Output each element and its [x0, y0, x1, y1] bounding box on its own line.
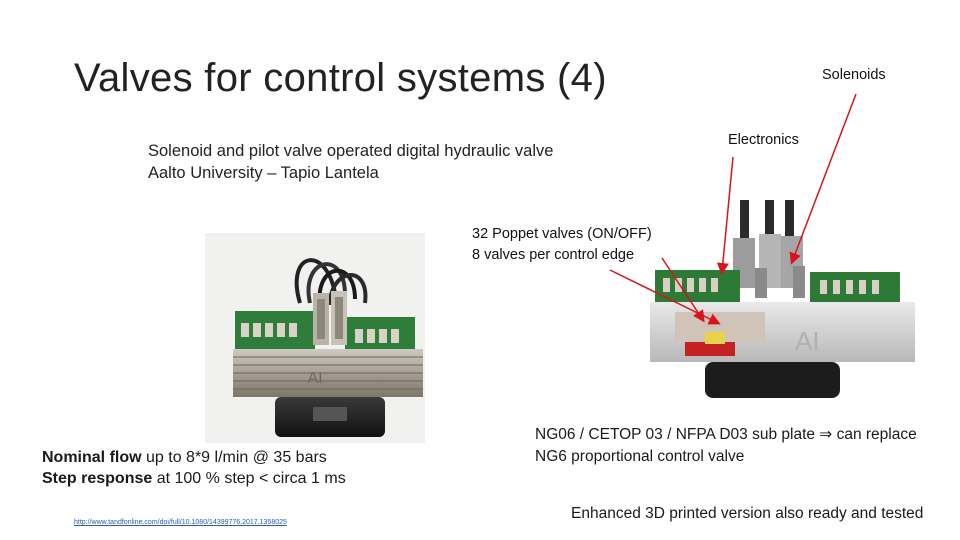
spec-flow: Nominal flow up to 8*9 l/min @ 35 bars	[42, 449, 327, 466]
poppet-line-1: 32 Poppet valves (ON/OFF)	[472, 226, 652, 242]
left-photo-mark: AI	[307, 370, 322, 387]
label-solenoids: Solenoids	[822, 67, 886, 83]
subtitle-line-2: Aalto University – Tapio Lantela	[148, 164, 379, 182]
spec-step: Step response at 100 % step < circa 1 ms	[42, 470, 346, 487]
subtitle-line-1: Solenoid and pilot valve operated digita…	[148, 142, 554, 160]
subplate-line-1: NG06 / CETOP 03 / NFPA D03 sub plate ⇒ c…	[535, 426, 917, 443]
enhanced-note: Enhanced 3D printed version also ready a…	[571, 505, 924, 522]
spec-block: Nominal flow up to 8*9 l/min @ 35 bars S…	[42, 447, 346, 489]
arrow-poppet-2	[609, 269, 721, 325]
valve-photo-left: AI	[205, 233, 425, 443]
subplate-line-2: NG6 proportional control valve	[535, 448, 745, 465]
label-poppet-valves: 32 Poppet valves (ON/OFF) 8 valves per c…	[472, 224, 652, 266]
arrow-electronics	[716, 156, 734, 275]
label-electronics: Electronics	[728, 132, 799, 148]
slide-title: Valves for control systems (4)	[74, 56, 607, 100]
poppet-line-2: 8 valves per control edge	[472, 247, 635, 263]
slide-subtitle: Solenoid and pilot valve operated digita…	[148, 140, 553, 184]
subplate-note: NG06 / CETOP 03 / NFPA D03 sub plate ⇒ c…	[535, 424, 917, 468]
reference-link[interactable]: http://www.tandfonline.com/doi/full/10.1…	[74, 519, 287, 526]
arrow-poppet-1	[661, 257, 705, 323]
right-render-mark: AI	[795, 326, 820, 356]
arrow-solenoids	[789, 93, 857, 265]
